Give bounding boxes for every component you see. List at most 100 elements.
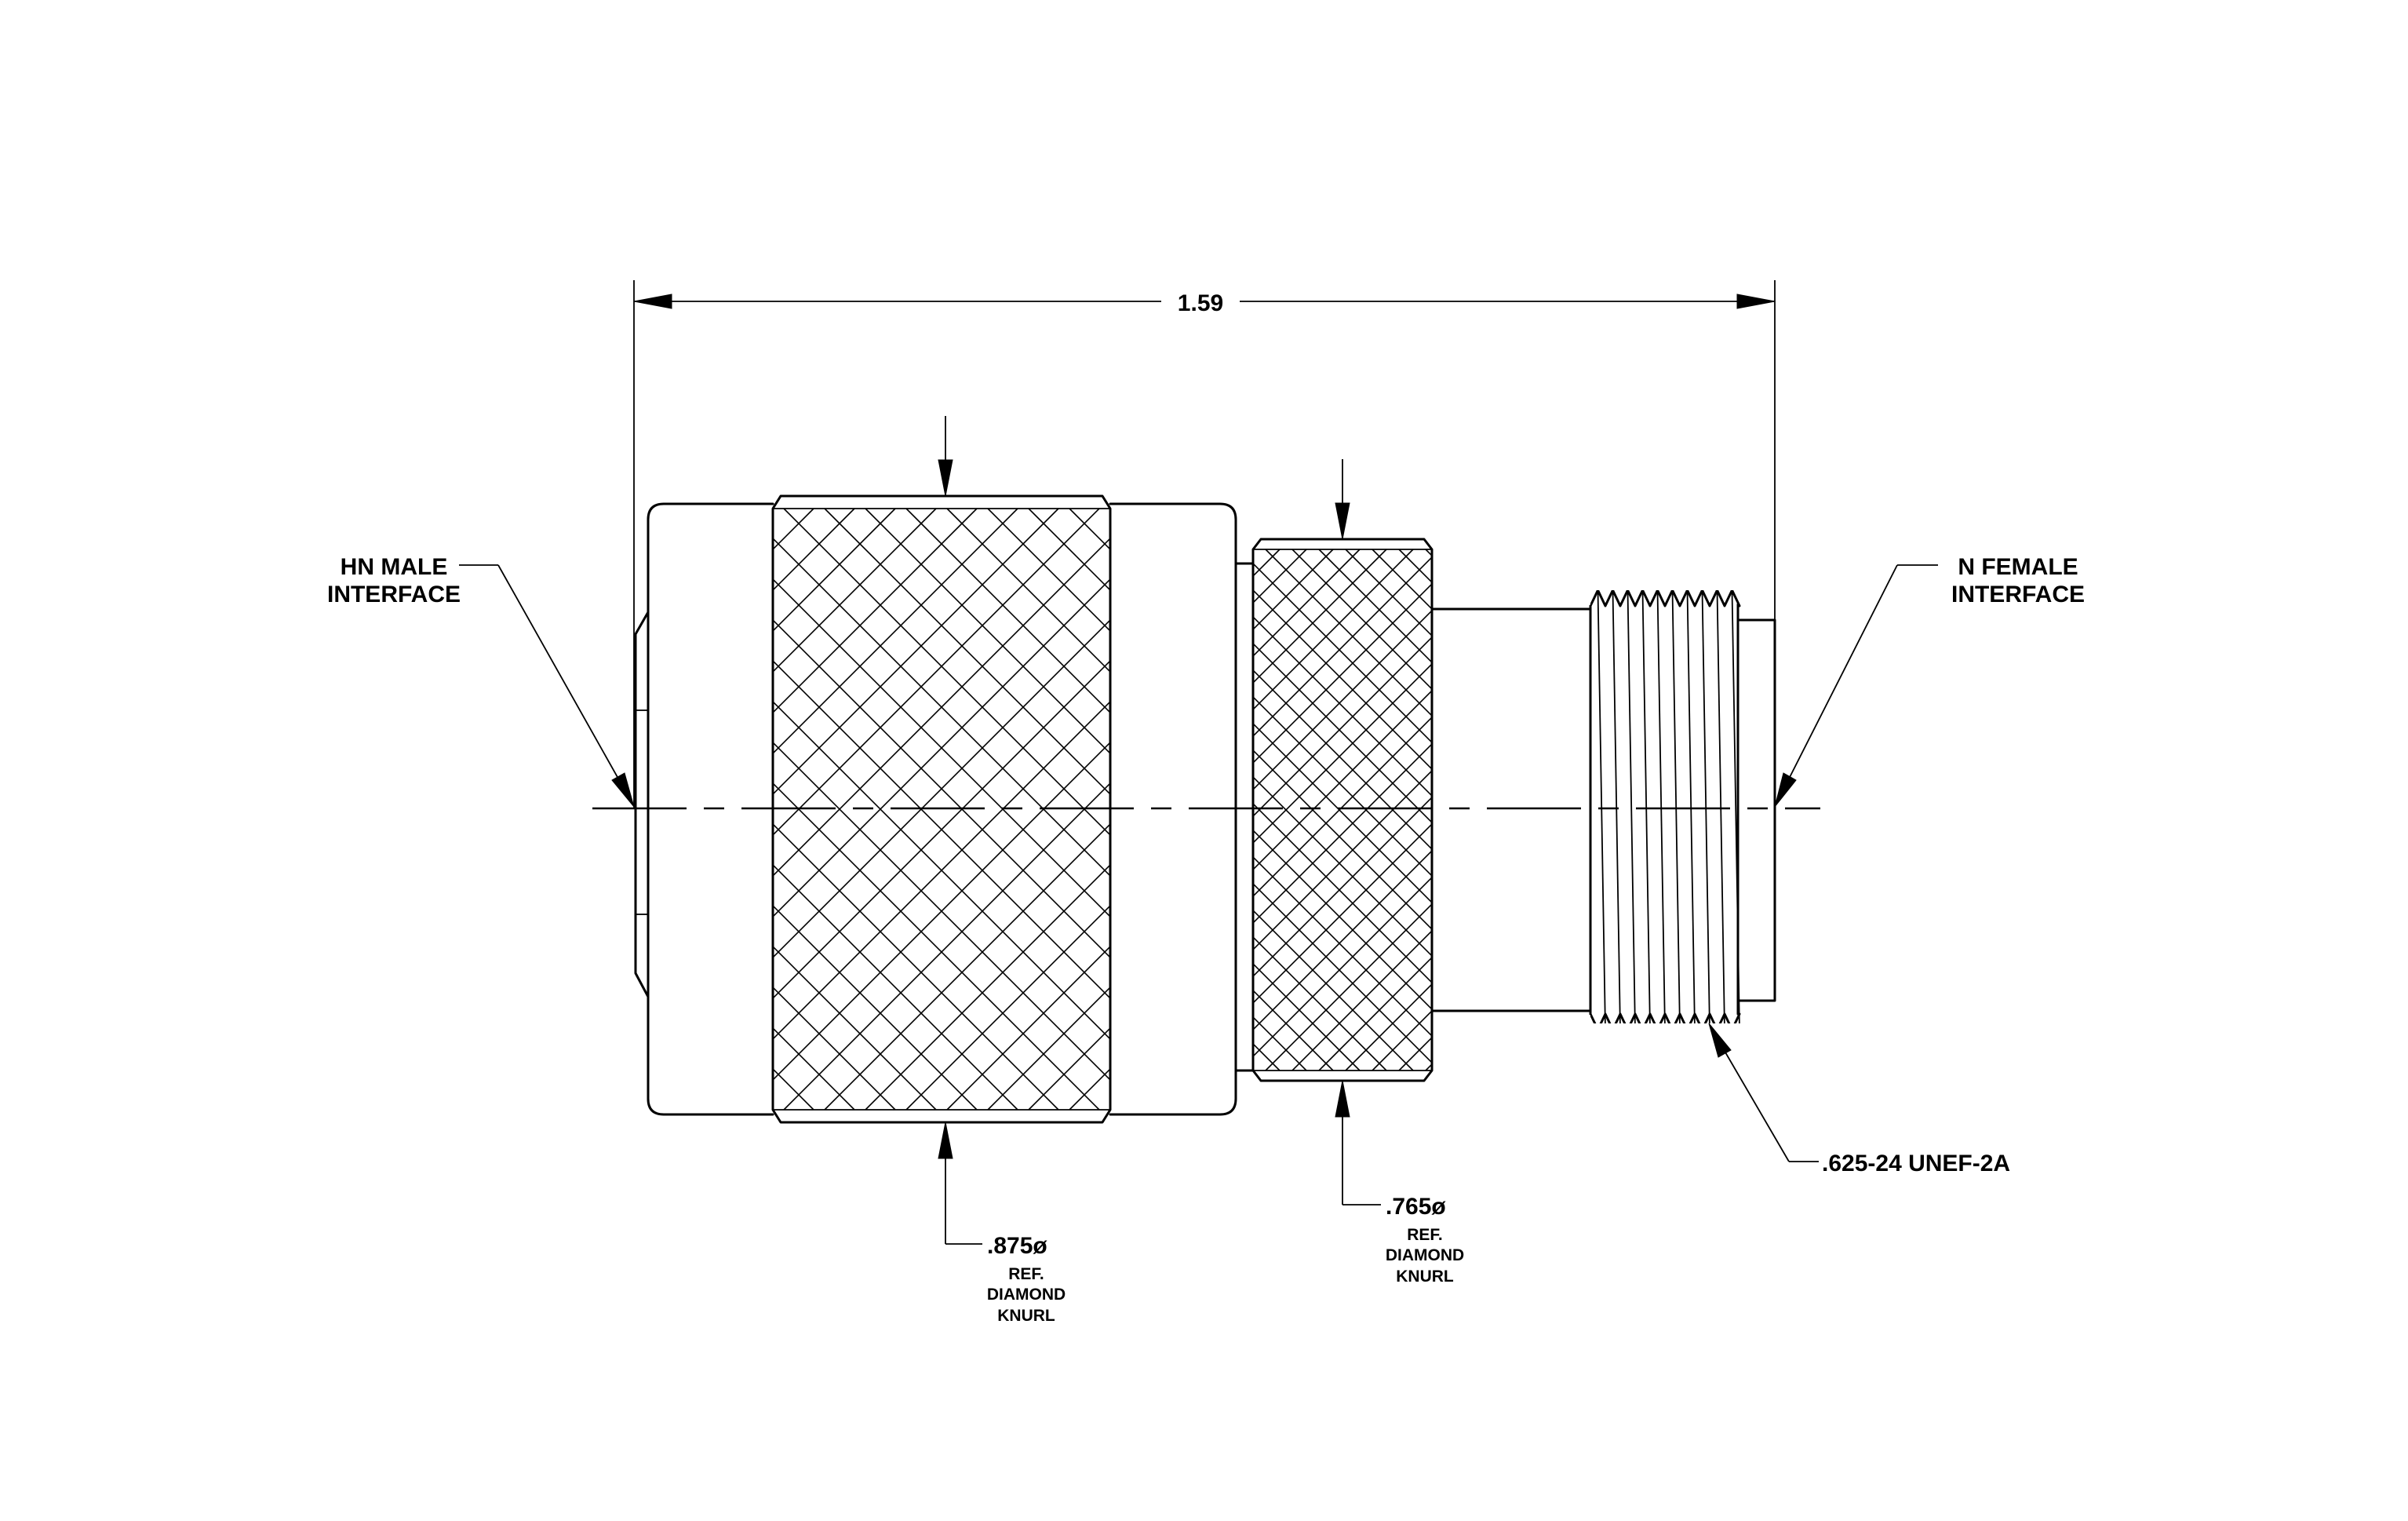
knurl-hatch-line — [1253, 549, 1254, 551]
knurl-hatch-line — [1253, 689, 1432, 871]
left-tip-outline — [634, 611, 650, 998]
arrowhead — [611, 772, 635, 808]
small-knurl-callout: .765ø REF. DIAMOND KNURL — [1335, 459, 1464, 1286]
thread-line — [1597, 590, 1606, 1023]
n-female-label-line1: N FEMALE — [1958, 554, 2078, 580]
thread-crest-top — [1590, 590, 1741, 607]
n-female-body — [1234, 538, 1776, 1082]
thread-line — [1716, 590, 1725, 1023]
arrowhead-top — [1335, 502, 1350, 540]
n-female-label-line2: INTERFACE — [1951, 582, 2085, 607]
overall-length-dimension: 1.59 — [633, 280, 1776, 808]
knurl-hatch-line — [1253, 1042, 1281, 1071]
knurl-hatch-line — [1318, 549, 1432, 664]
knurl-hatch-line — [1253, 876, 1432, 1058]
arrowhead-right — [1736, 294, 1776, 309]
knurl-hatch-line — [1291, 929, 1432, 1071]
thread-spec-label: .625-24 UNEF-2A — [1822, 1151, 2010, 1176]
thread-line — [1641, 590, 1651, 1023]
knurl-hatch-line — [1425, 1063, 1432, 1071]
knurl-hatch-line — [905, 904, 1110, 1111]
arrowhead — [1708, 1023, 1732, 1058]
knurl-hatch-line — [1372, 1009, 1432, 1071]
knurl-hatch-line — [865, 508, 1110, 755]
hn-male-label-line1: HN MALE — [341, 554, 448, 580]
thread-line — [1612, 590, 1621, 1023]
small-knurl-ref: REF. — [1407, 1226, 1443, 1244]
knurl-hatch-line — [1253, 615, 1432, 797]
hn-male-label-line2: INTERFACE — [327, 582, 461, 607]
thread-line — [1671, 590, 1681, 1023]
large-knurl-ref: REF. — [1008, 1265, 1044, 1283]
knurl-hatch-line — [773, 863, 1018, 1111]
thread-line — [1627, 590, 1636, 1023]
thread-line — [1686, 590, 1696, 1023]
knurl-hatch-line — [987, 986, 1110, 1111]
small-diamond-knurl — [1253, 549, 1432, 1071]
knurl-hatch-line — [773, 508, 1018, 755]
knurl-hatch-line — [773, 508, 937, 673]
large-knurl-callout: .875ø REF. DIAMOND KNURL — [938, 416, 1066, 1325]
leader-line — [1782, 564, 1898, 792]
knurl-hatch-line — [1265, 903, 1432, 1071]
knurl-hatch-line — [1253, 589, 1432, 771]
knurl-hatch-line — [1253, 769, 1432, 951]
knurl-hatch-line — [1398, 1036, 1432, 1071]
arrowhead — [1774, 772, 1797, 808]
knurl-hatch-line — [1398, 549, 1432, 584]
hn-male-interface-callout: HN MALE INTERFACE — [327, 554, 635, 808]
knurl-hatch-line — [773, 537, 1110, 877]
small-knurl-type2: KNURL — [1396, 1268, 1454, 1286]
small-knurl-diameter: .765ø — [1386, 1194, 1446, 1220]
knurl-hatch-line — [1253, 562, 1432, 744]
knurl-hatch-line — [865, 863, 1110, 1111]
n-female-interface-callout: N FEMALE INTERFACE — [1774, 554, 2085, 808]
knurl-hatch-line — [1253, 1016, 1307, 1071]
overall-length-label: 1.59 — [1178, 290, 1223, 316]
arrowhead-bottom — [1335, 1080, 1350, 1118]
thread-section — [1590, 590, 1741, 1023]
knurl-hatch-line — [1425, 549, 1432, 557]
knurl-hatch-line — [773, 986, 896, 1111]
body-outline — [1430, 607, 1592, 1012]
large-knurl-diameter: .875ø — [987, 1233, 1047, 1259]
knurl-hatch-line — [905, 508, 1110, 714]
thread-line — [1656, 590, 1666, 1023]
arrowhead-bottom — [938, 1122, 953, 1159]
knurl-hatch-line — [1253, 662, 1432, 844]
knurl-hatch-line — [773, 508, 978, 714]
knurl-hatch-line — [1253, 796, 1432, 978]
knurl-hatch-line — [773, 945, 937, 1111]
knurl-hatch-line — [1318, 956, 1432, 1071]
thread-callout: .625-24 UNEF-2A — [1708, 1023, 2010, 1176]
knurl-hatch-line — [773, 578, 1110, 918]
knurl-hatch-line — [1253, 742, 1432, 925]
knurl-hatch-line — [824, 823, 1110, 1111]
knurl-hatch-line — [773, 823, 1059, 1111]
knurl-hatch-line — [1253, 636, 1432, 818]
knurl-hatch-line — [1291, 549, 1432, 691]
large-knurl-outline — [771, 494, 1112, 1124]
arrowhead-left — [633, 294, 672, 309]
knurl-hatch-line — [987, 508, 1110, 633]
knurl-hatch-line — [946, 508, 1110, 673]
knurl-hatch-line — [1253, 716, 1432, 898]
knurl-hatch-line — [773, 508, 896, 633]
washer-gap — [1234, 562, 1255, 1072]
small-knurl-type1: DIAMOND — [1386, 1246, 1464, 1264]
knurl-hatch-line — [1372, 549, 1432, 611]
knurl-hatch-line — [1253, 549, 1307, 604]
knurl-hatch-line — [1253, 549, 1281, 578]
knurl-hatch-line — [1253, 849, 1432, 1031]
large-knurl-type2: KNURL — [997, 1307, 1055, 1325]
large-knurl-type1: DIAMOND — [987, 1286, 1066, 1304]
knurl-hatch-line — [824, 508, 1110, 796]
knurl-hatch-line — [946, 945, 1110, 1111]
thread-line — [1701, 590, 1710, 1023]
leader-line — [497, 564, 626, 792]
knurl-hatch-line — [1265, 549, 1432, 717]
knurl-hatch-line — [773, 904, 978, 1111]
knurl-hatch-line — [773, 508, 1059, 796]
leader-line — [1716, 1037, 1790, 1162]
